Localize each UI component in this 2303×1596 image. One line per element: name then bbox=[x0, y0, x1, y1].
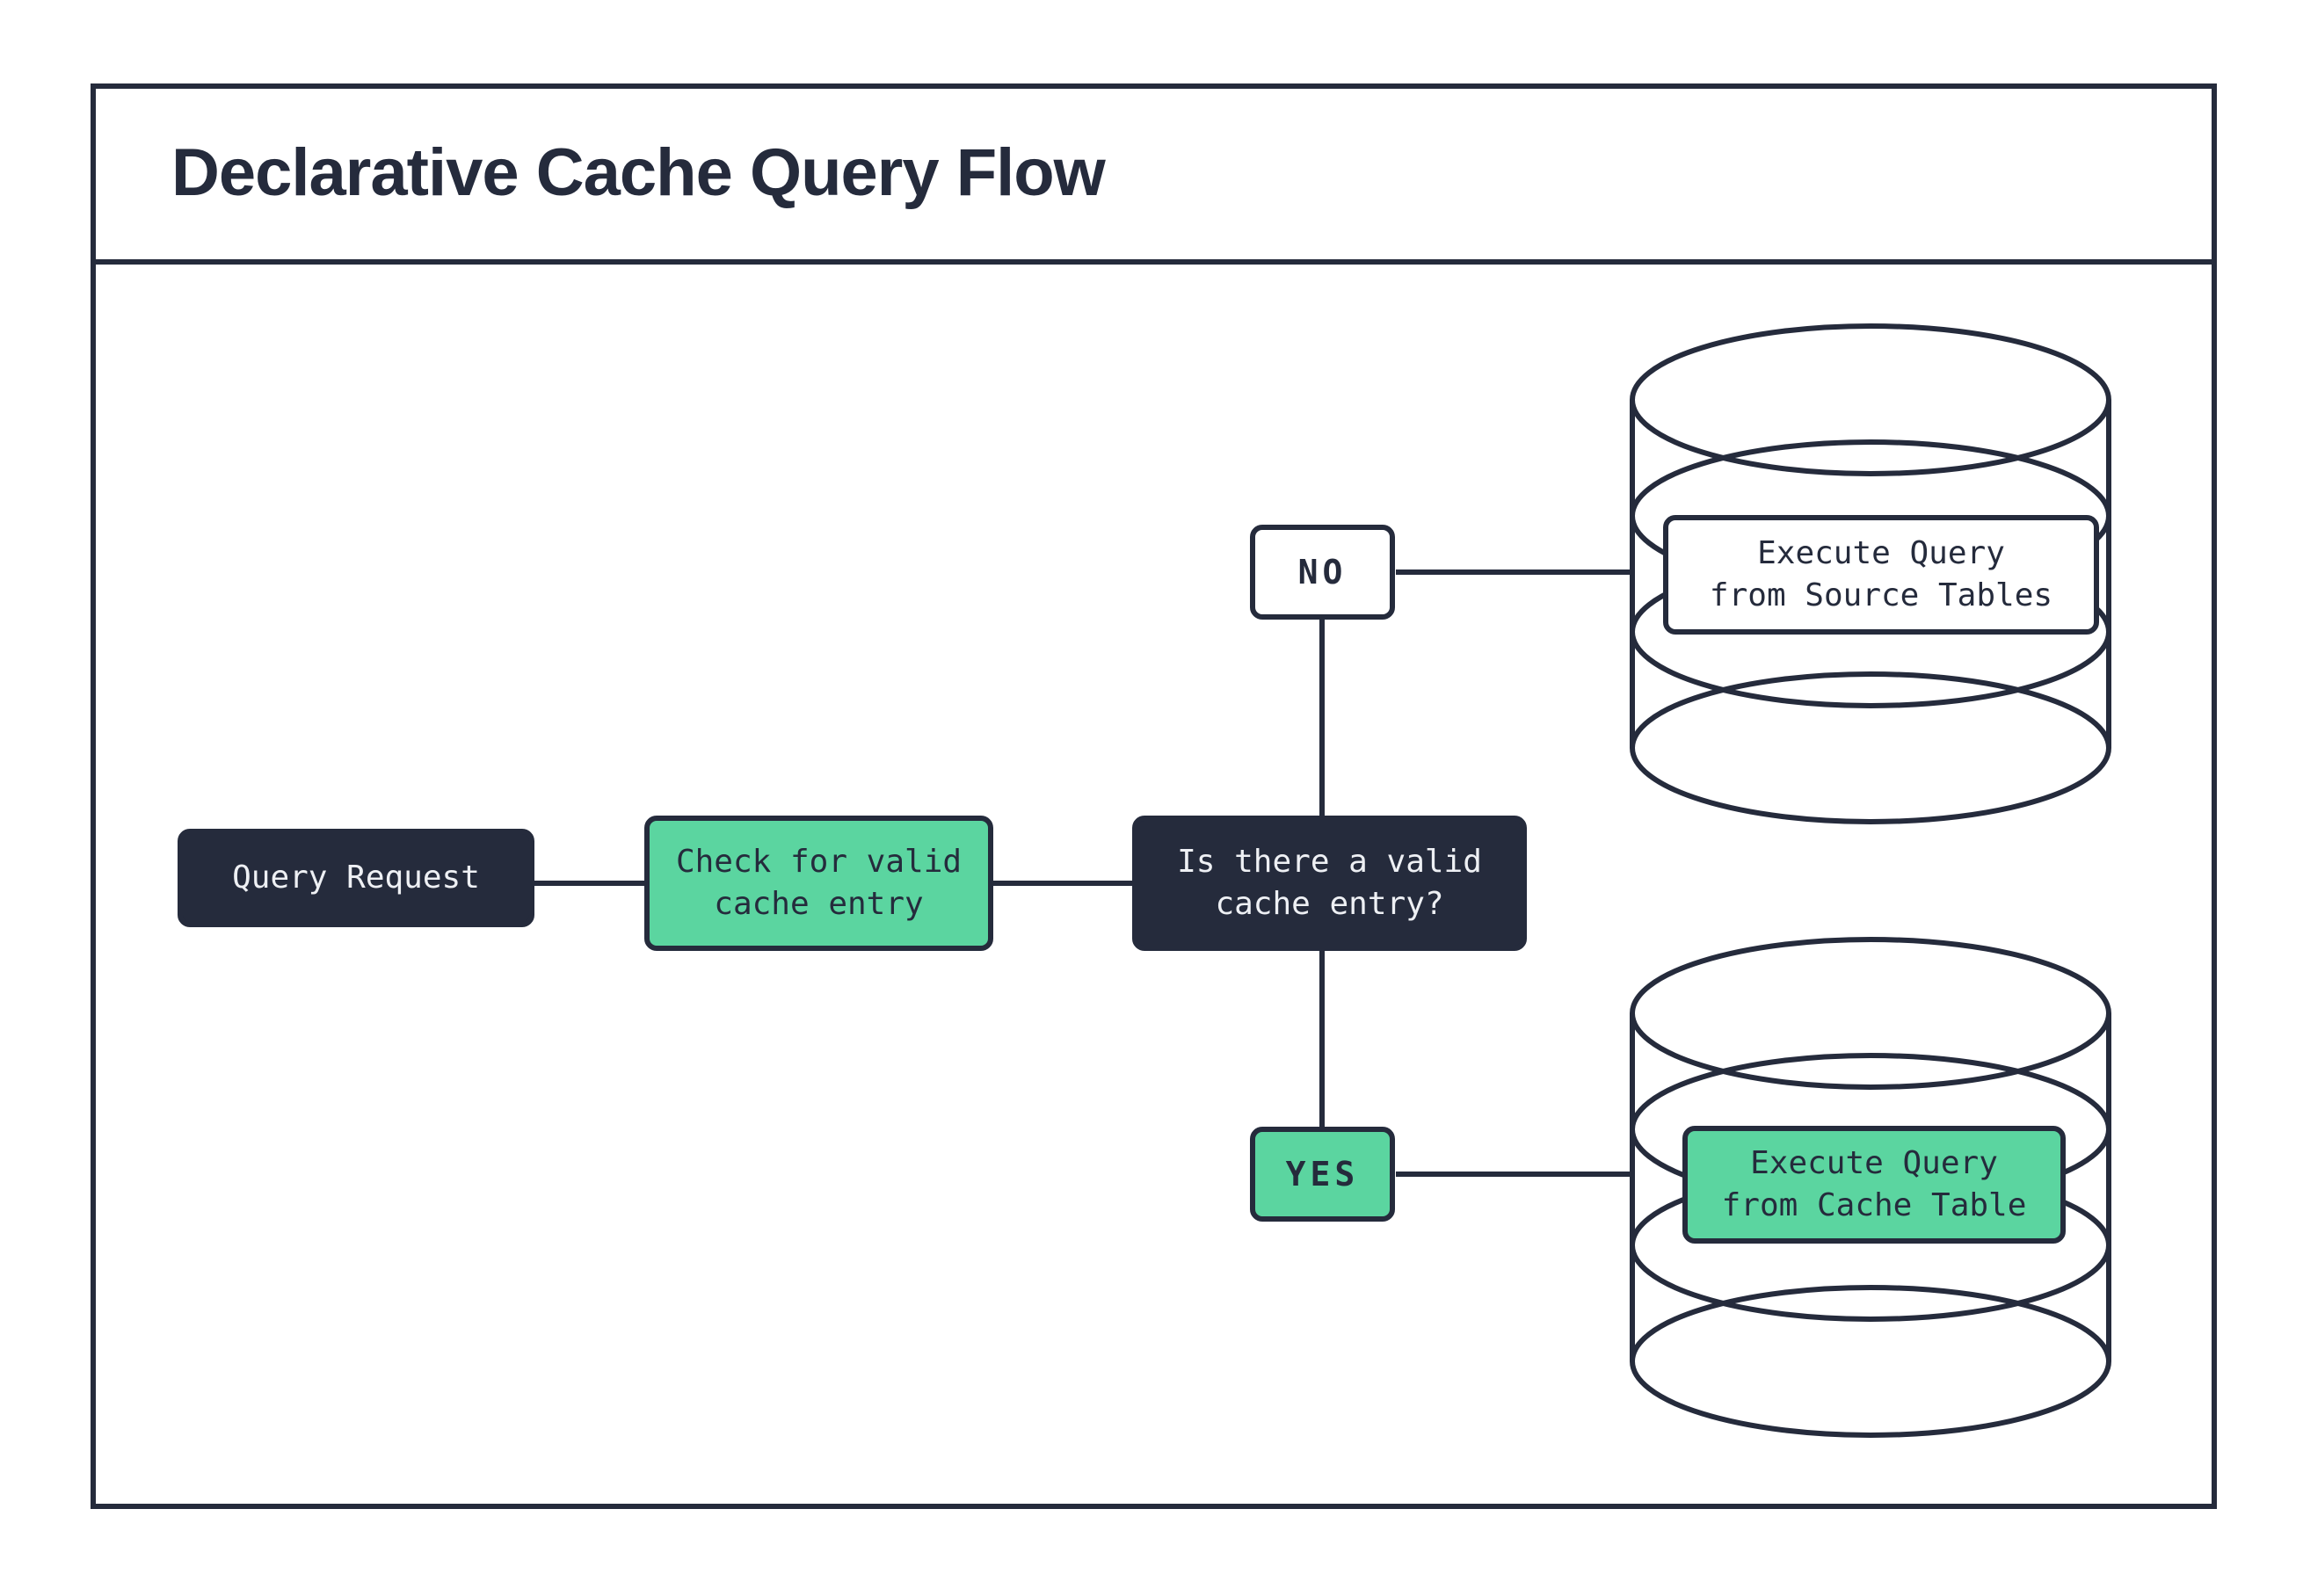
node-execute-source-label: Execute Query from Source Tables bbox=[1709, 535, 2053, 613]
node-branch-no: NO bbox=[1250, 525, 1395, 620]
node-decision-label: Is there a valid cache entry? bbox=[1177, 844, 1482, 922]
connector-decision-to-yes bbox=[1319, 949, 1325, 1128]
node-check-cache-label: Check for valid cache entry bbox=[675, 844, 963, 922]
page-title: Declarative Cache Query Flow bbox=[171, 134, 1106, 210]
node-execute-cache-label: Execute Query from Cache Table bbox=[1721, 1145, 2027, 1223]
diagram-frame bbox=[91, 83, 2217, 1509]
node-check-cache: Check for valid cache entry bbox=[644, 816, 993, 951]
node-branch-yes-label: YES bbox=[1285, 1155, 1360, 1193]
node-branch-no-label: NO bbox=[1297, 553, 1348, 591]
connector-no-to-source-db bbox=[1396, 569, 1635, 575]
connector-query-to-check bbox=[534, 881, 646, 886]
connector-check-to-decision bbox=[992, 881, 1134, 886]
node-query-request: Query Request bbox=[178, 829, 534, 927]
node-decision: Is there a valid cache entry? bbox=[1132, 816, 1527, 951]
node-query-request-label: Query Request bbox=[232, 860, 480, 896]
node-execute-source: Execute Query from Source Tables bbox=[1663, 515, 2099, 635]
node-branch-yes: YES bbox=[1250, 1127, 1395, 1222]
title-divider bbox=[91, 259, 2217, 265]
node-execute-cache: Execute Query from Cache Table bbox=[1682, 1126, 2066, 1244]
connector-yes-to-cache-db bbox=[1396, 1172, 1635, 1177]
connector-decision-to-no bbox=[1319, 620, 1325, 817]
